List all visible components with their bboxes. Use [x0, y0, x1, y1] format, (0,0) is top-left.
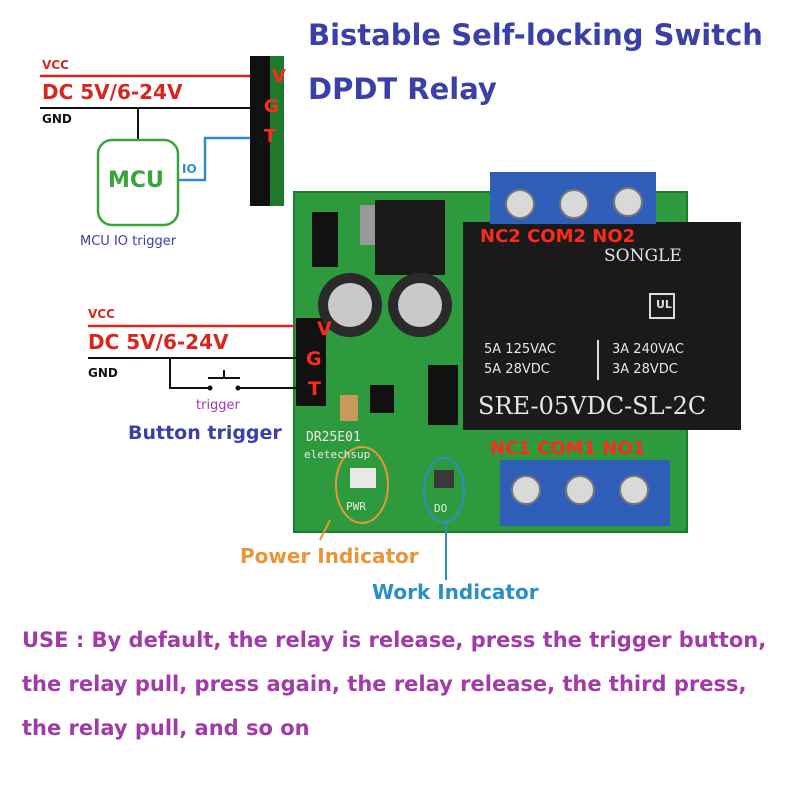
dc-label-mid: DC 5V/6-24V [88, 330, 229, 354]
title-line2: DPDT Relay [308, 72, 497, 106]
top-terminal-v: V [272, 66, 286, 87]
vcc-label-mid: VCC [88, 307, 115, 321]
ul-text: UL [656, 298, 672, 311]
title-line1: Bistable Self-locking Switch [308, 18, 763, 52]
mid-terminal-header [296, 318, 326, 406]
pwr-led [350, 468, 376, 488]
screw-no1 [619, 475, 649, 505]
board-brand: eletechsup [304, 448, 371, 461]
relay-brand: SONGLE [604, 246, 682, 266]
diode-component [312, 212, 338, 267]
regulator-chip [375, 200, 445, 275]
screw-com2 [559, 189, 589, 219]
ul-mark [649, 293, 675, 319]
mid-terminal-v: V [317, 318, 332, 340]
mid-terminal-g: G [306, 348, 322, 370]
relay-rating-3: 3A 240VAC [612, 342, 684, 357]
capacitor-1-top [328, 283, 372, 327]
mcu-label: MCU [108, 168, 164, 193]
top-terminal-t: T [264, 126, 277, 147]
work-indicator-caption: Work Indicator [372, 580, 539, 604]
gnd-label-top: GND [42, 112, 72, 126]
button-contact-right [235, 385, 241, 391]
top-terminal-g: G [264, 96, 279, 117]
do-led [434, 470, 454, 488]
top-terminal-header [250, 56, 270, 206]
screw-nc2 [505, 189, 535, 219]
board-model: DR25E01 [306, 430, 361, 445]
wiring-diagram [40, 56, 741, 580]
do-silk: DO [434, 502, 448, 515]
screw-no2 [613, 187, 643, 217]
relay-rating-1: 5A 125VAC [484, 342, 556, 357]
screw-nc1 [511, 475, 541, 505]
trigger-label: trigger [196, 398, 240, 413]
button-contact-left [207, 385, 213, 391]
screw-com1 [565, 475, 595, 505]
vcc-label-top: VCC [42, 58, 69, 72]
relay-rating-2: 5A 28VDC [484, 362, 550, 377]
power-indicator-caption: Power Indicator [240, 544, 419, 568]
dc-label-top: DC 5V/6-24V [42, 80, 183, 104]
usage-line-2: the relay pull, press again, the relay r… [22, 672, 747, 696]
resistor [340, 395, 358, 421]
power-indicator-ring [335, 446, 389, 524]
usage-line-1: USE : By default, the relay is release, … [22, 628, 767, 652]
button-caption: Button trigger [128, 422, 282, 444]
button-wire-a [169, 358, 210, 389]
io-label: IO [182, 162, 197, 176]
relay-rating-4: 3A 28VDC [612, 362, 678, 377]
mcu-box [96, 138, 180, 227]
capacitor-2-top [398, 283, 442, 327]
power-indicator-leader [319, 519, 331, 541]
relay-model: SRE-05VDC-SL-2C [478, 392, 707, 420]
gnd-label-mid: GND [88, 366, 118, 380]
usage-line-3: the relay pull, and so on [22, 716, 310, 740]
transistor [370, 385, 394, 413]
io-wire [178, 136, 250, 182]
pins-top-label: NC2 COM2 NO2 [480, 226, 636, 247]
pwr-silk: PWR [346, 500, 366, 513]
mcu-caption: MCU IO trigger [80, 234, 177, 249]
relay-body [463, 222, 741, 430]
mid-terminal-t: T [308, 378, 321, 400]
pins-bottom-label: NC1 COM1 NO1 [490, 438, 646, 459]
driver-chip [428, 365, 458, 425]
work-indicator-ring [423, 457, 465, 523]
